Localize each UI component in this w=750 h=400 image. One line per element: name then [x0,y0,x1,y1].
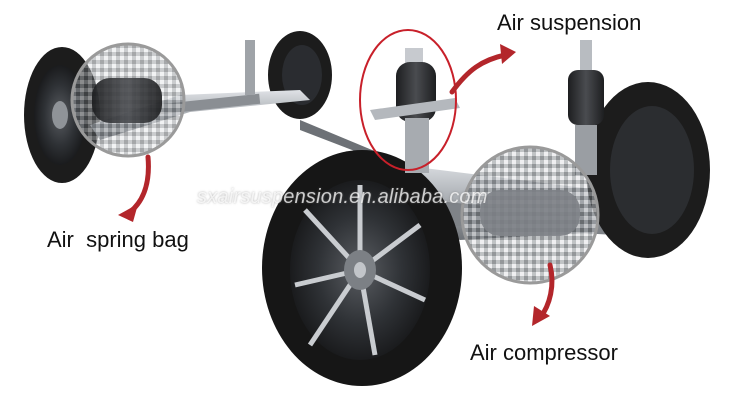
air-compressor-callout [460,145,600,285]
air-compressor-label: Air compressor [470,340,618,365]
curved-arrow-up-right-icon [449,44,516,95]
front-right-strut [568,40,604,175]
curved-arrow-down-icon [118,154,151,222]
air-suspension-strut [370,48,460,173]
front-left-wheel [262,150,462,386]
air-spring-bag-callout [70,42,186,158]
front-right-wheel [586,82,710,258]
curved-arrow-down-compressor-icon [532,262,555,326]
air-suspension-label: Air suspension [497,10,642,35]
rear-right-wheel [268,31,332,119]
air-suspension-highlight [359,29,457,171]
watermark-text: sxairsuspension.en.alibaba.com [197,186,488,208]
air-spring-bag-label: Air spring bag [47,227,189,252]
